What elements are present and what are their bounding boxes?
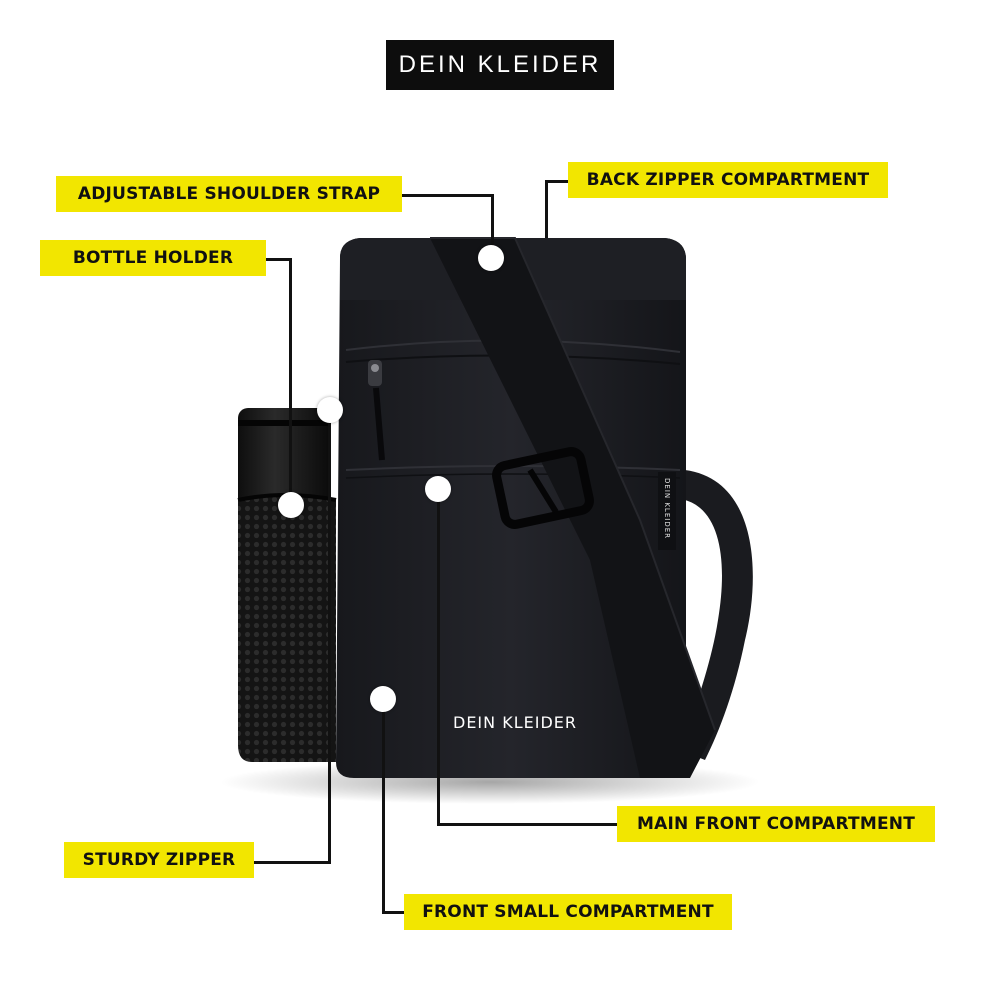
sturdy-zipper-connector-v	[328, 412, 331, 864]
brand-header: DEIN KLEIDER	[386, 40, 614, 90]
bottle-connector-h	[266, 258, 292, 261]
label-front-small-compartment: FRONT SMALL COMPARTMENT	[404, 894, 732, 930]
main-front-connector-h	[437, 823, 617, 826]
bottle-callout-dot	[278, 492, 304, 518]
label-bottle-holder: BOTTLE HOLDER	[40, 240, 266, 276]
label-sturdy-zipper: STURDY ZIPPER	[64, 842, 254, 878]
bag-brand-print: DEIN KLEIDER	[453, 713, 577, 732]
bottle-connector-v	[289, 258, 292, 506]
front-small-connector-h	[382, 911, 406, 914]
sturdy-zipper-connector-h	[254, 861, 331, 864]
back-zipper-connector-v	[545, 180, 548, 238]
main-front-callout-dot	[425, 476, 451, 502]
sturdy-zipper-callout-dot	[317, 397, 343, 423]
front-small-connector-v	[382, 700, 385, 914]
strap-connector-h	[402, 194, 494, 197]
label-main-front-compartment: MAIN FRONT COMPARTMENT	[617, 806, 935, 842]
main-front-connector-v	[437, 490, 440, 826]
strap-callout-dot	[478, 245, 504, 271]
side-brand-tag: DEIN KLEIDER	[663, 478, 671, 539]
front-small-callout-dot	[370, 686, 396, 712]
strap-connector-v	[491, 194, 494, 260]
label-adjustable-shoulder-strap: ADJUSTABLE SHOULDER STRAP	[56, 176, 402, 212]
back-zipper-connector-h	[546, 180, 570, 183]
label-back-zipper-compartment: BACK ZIPPER COMPARTMENT	[568, 162, 888, 198]
